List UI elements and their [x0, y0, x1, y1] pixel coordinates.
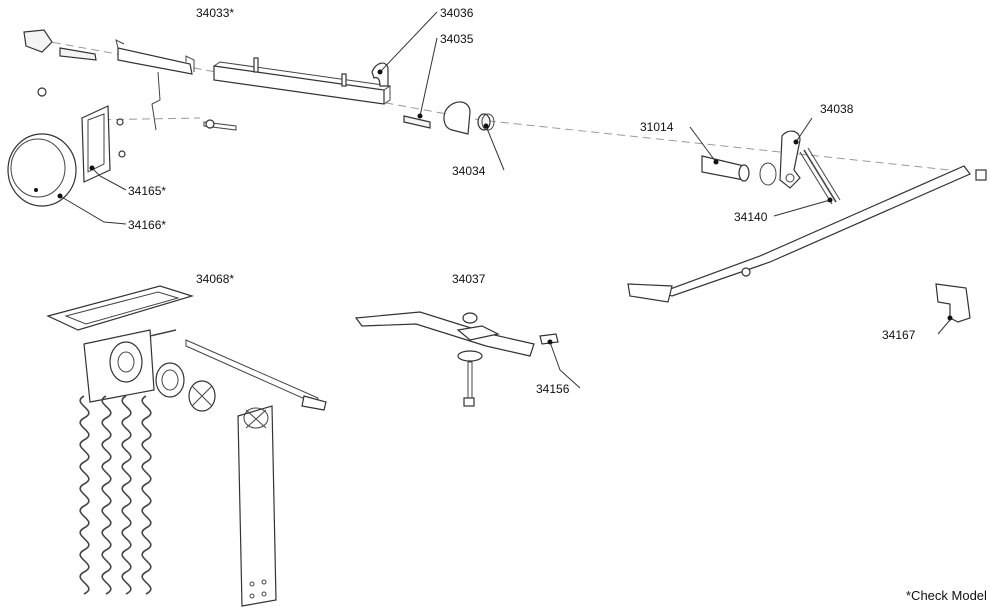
label-34036: 34036	[440, 6, 474, 20]
part-31014-sleeve	[701, 155, 777, 186]
label-34140: 34140	[734, 210, 768, 224]
top-left-bracket-group	[23, 29, 195, 131]
part-34035-pin	[403, 115, 431, 129]
part-34068-tray	[46, 285, 195, 331]
part-34167-clip	[935, 283, 971, 323]
long-operating-handle	[627, 165, 987, 303]
part-34037-lever	[354, 311, 535, 407]
label-34156: 34156	[536, 382, 570, 396]
label-34035: 34035	[440, 32, 474, 46]
part-34165-housing	[81, 105, 126, 183]
check-model-footnote: *Check Model	[906, 588, 987, 603]
part-34166-disc	[7, 133, 77, 207]
label-34068: 34068*	[196, 272, 234, 286]
label-34038: 34038	[820, 102, 854, 116]
part-34036-handle	[371, 62, 389, 87]
label-34037: 34037	[452, 272, 486, 286]
label-34033: 34033*	[196, 6, 234, 20]
part-34156-pin	[539, 333, 559, 345]
spiral-augers	[79, 395, 152, 595]
label-34034: 34034	[452, 164, 486, 178]
rod-assembly	[213, 57, 392, 105]
leader-lines	[57, 11, 953, 389]
fastener-bolts	[37, 87, 237, 131]
label-31014: 31014	[640, 120, 674, 134]
vertical-panel	[237, 405, 277, 607]
label-34167: 34167	[882, 328, 916, 342]
drum-mechanism	[83, 329, 327, 412]
label-34166: 34166*	[128, 218, 166, 232]
cam-plate	[443, 101, 471, 135]
part-34038-lever	[779, 130, 841, 205]
label-34165: 34165*	[128, 184, 166, 198]
